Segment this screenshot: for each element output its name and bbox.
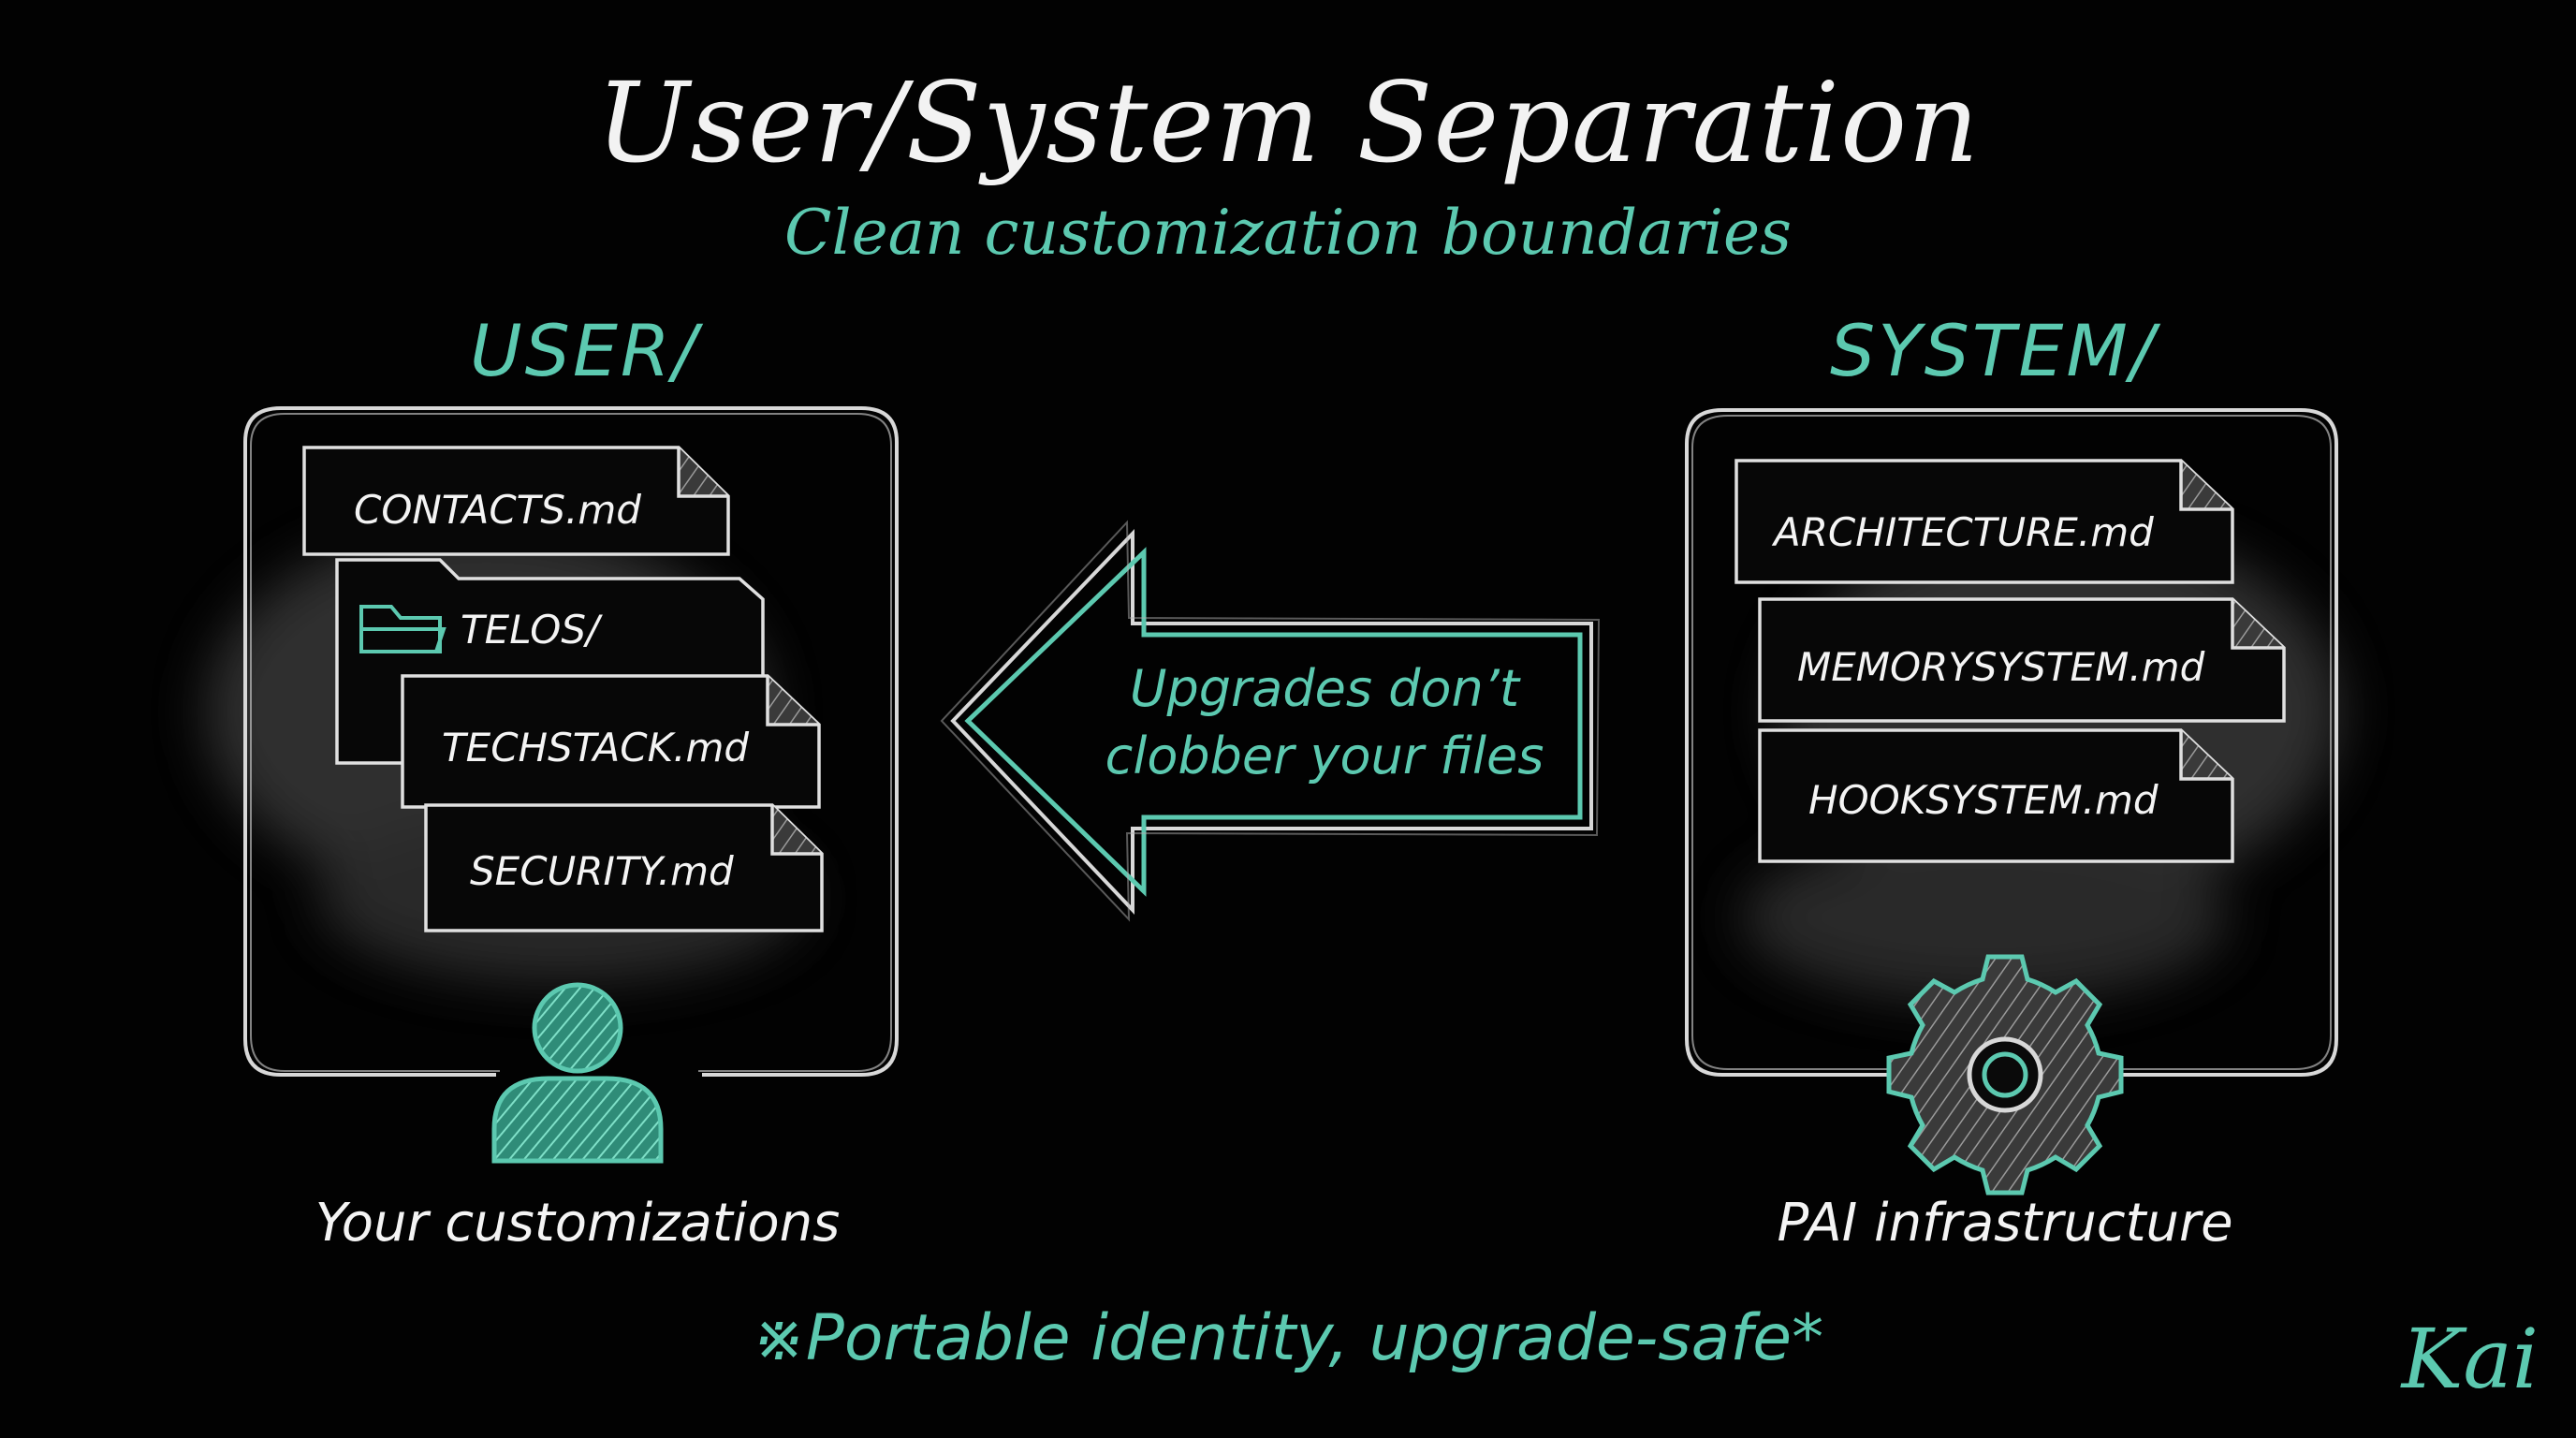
user-heading: USER/ [470,309,700,392]
folder-telos: TELOS/ [461,607,600,653]
file-architecture: ARCHITECTURE.md [1774,509,2154,555]
file-contacts: CONTACTS.md [354,487,641,533]
arrow-label: Upgrades don’t clobber your files [1095,655,1554,790]
user-file-shapes [302,446,824,932]
system-file-shapes [1734,459,2286,863]
system-caption: PAI infrastructure [1777,1193,2233,1254]
system-folder-box [1685,408,2338,1077]
page-subtitle: Clean customization boundaries [784,197,1792,269]
file-memorysystem: MEMORYSYSTEM.md [1797,644,2205,690]
arrow-label-line2: clobber your files [1105,726,1544,785]
system-heading: SYSTEM/ [1830,309,2158,392]
file-techstack: TECHSTACK.md [442,725,750,770]
page-title: User/System Separation [595,58,1981,187]
user-folder-box [243,406,899,1077]
footer-tagline: ※Portable identity, upgrade-safe* [752,1301,1824,1375]
folder-icon [359,605,446,653]
signature: Kai [2401,1311,2539,1407]
user-caption: Your customizations [315,1193,841,1254]
file-hooksystem: HOOKSYSTEM.md [1808,777,2159,823]
arrow-label-line1: Upgrades don’t [1129,659,1520,718]
person-icon [491,982,664,1164]
gear-icon [1886,954,2124,1196]
file-security: SECURITY.md [470,848,734,894]
upgrade-arrow [940,520,1601,922]
